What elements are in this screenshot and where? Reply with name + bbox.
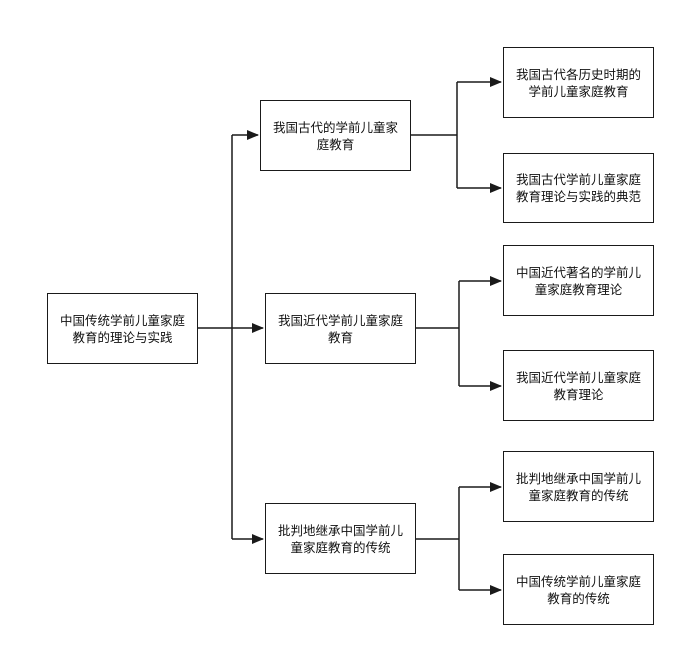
leaf-node-label: 我国近代学前儿童家庭教育理论	[515, 369, 641, 402]
leaf-node-0-1: 我国古代学前儿童家庭教育理论与实践的典范	[503, 153, 654, 223]
root-node: 中国传统学前儿童家庭教育的理论与实践	[47, 293, 198, 364]
branch-node-label: 批判地继承中国学前儿童家庭教育的传统	[277, 522, 403, 555]
leaf-node-2-0: 批判地继承中国学前儿童家庭教育的传统	[503, 451, 654, 522]
leaf-node-0-0: 我国古代各历史时期的学前儿童家庭教育	[503, 47, 654, 118]
branch-node-label: 我国古代的学前儿童家庭教育	[272, 119, 398, 152]
leaf-node-1-1: 我国近代学前儿童家庭教育理论	[503, 350, 654, 421]
leaf-node-2-1: 中国传统学前儿童家庭教育的传统	[503, 554, 654, 625]
branch-node-label: 我国近代学前儿童家庭教育	[277, 312, 403, 345]
root-node-label: 中国传统学前儿童家庭教育的理论与实践	[59, 312, 185, 345]
leaf-node-1-0: 中国近代著名的学前儿童家庭教育理论	[503, 245, 654, 316]
leaf-node-label: 我国古代各历史时期的学前儿童家庭教育	[515, 66, 641, 99]
leaf-node-label: 中国传统学前儿童家庭教育的传统	[515, 573, 641, 606]
branch-node-1: 我国近代学前儿童家庭教育	[265, 293, 416, 364]
leaf-node-label: 批判地继承中国学前儿童家庭教育的传统	[515, 470, 641, 503]
branch-node-0: 我国古代的学前儿童家庭教育	[260, 100, 411, 171]
leaf-node-label: 我国古代学前儿童家庭教育理论与实践的典范	[515, 172, 641, 204]
leaf-node-label: 中国近代著名的学前儿童家庭教育理论	[515, 264, 641, 297]
branch-node-2: 批判地继承中国学前儿童家庭教育的传统	[265, 503, 416, 574]
